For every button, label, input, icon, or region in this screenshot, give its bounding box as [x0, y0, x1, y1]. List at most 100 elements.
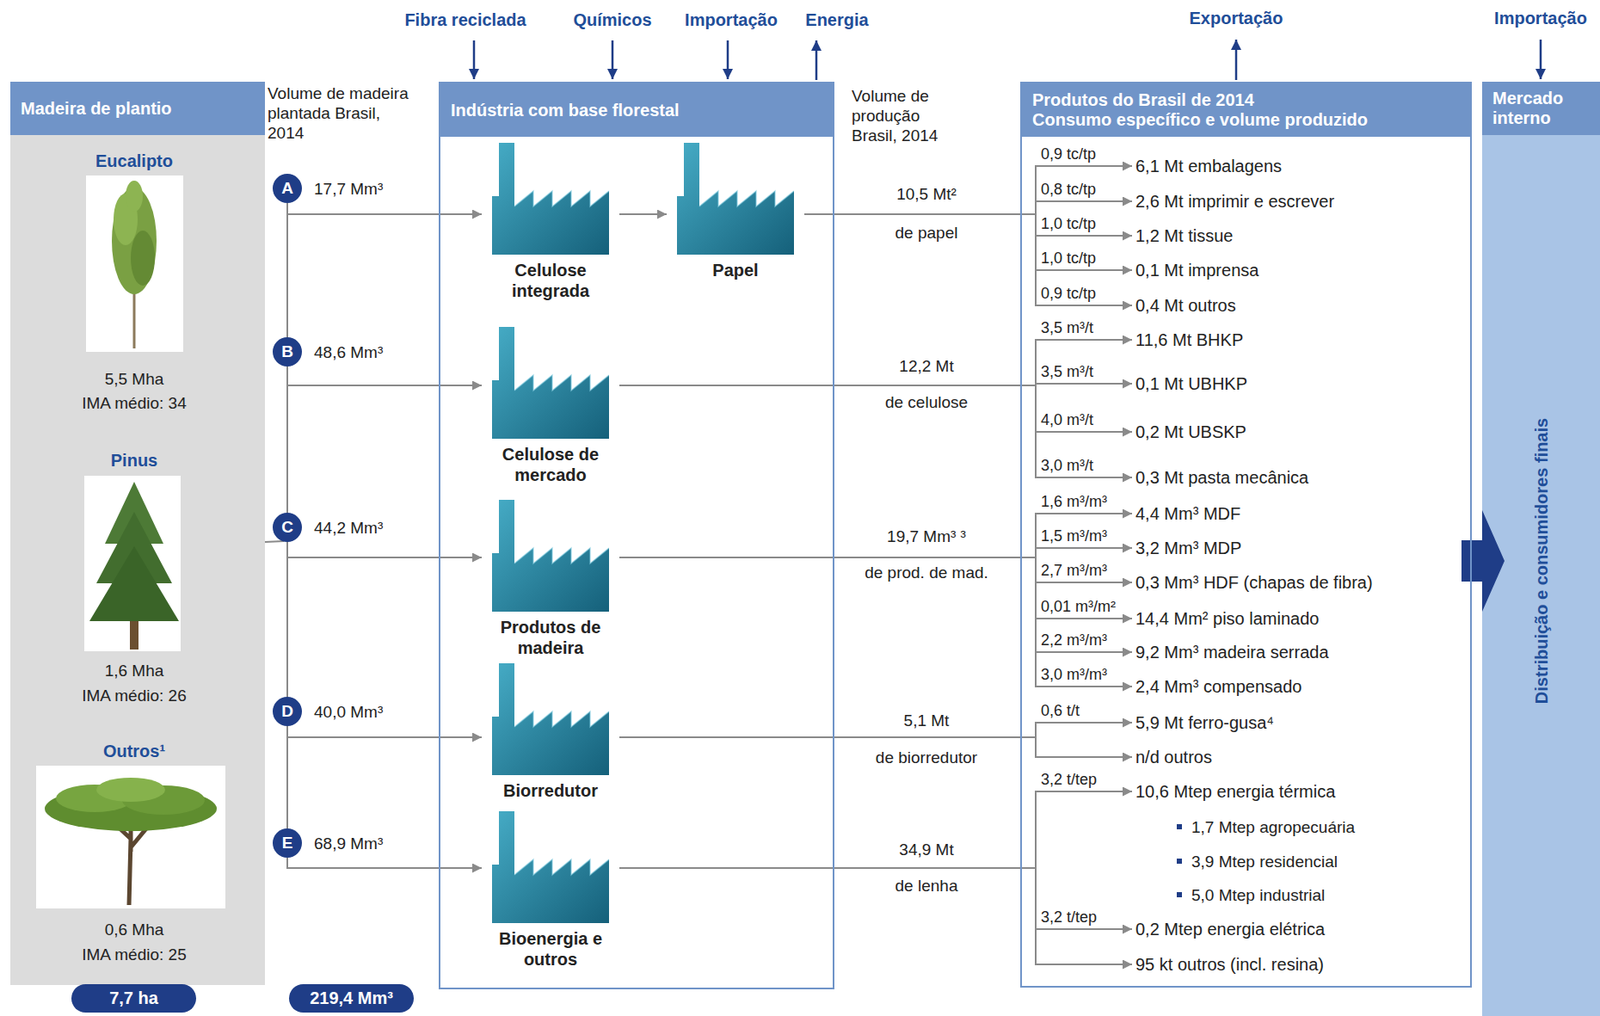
annotation-text: 34,9 Mt: [898, 839, 954, 860]
annotation-text: IMA médio: 26: [81, 685, 186, 706]
flow-connector: [287, 857, 482, 868]
product-item: 11,6 Mt BHKP: [1133, 329, 1245, 351]
ratio-label: 1,5 m³/m³: [1040, 527, 1108, 546]
node-text: 5,9 Mt ferro-gusa⁴: [1135, 712, 1274, 733]
node-text: D: [281, 701, 294, 721]
node-text: 219,4 Mm³: [309, 988, 394, 1009]
factory-node: Produtos de madeira: [481, 499, 620, 659]
annotation-text: Volume de produção Brasil, 2014: [851, 86, 962, 146]
node-text: A: [281, 178, 294, 198]
node-text: 0,4 Mt outros: [1135, 295, 1237, 316]
node-text: 0,1 Mt UBHKP: [1135, 373, 1248, 394]
icon-space: [481, 499, 620, 612]
annotation-text: Pinus: [110, 450, 158, 471]
node-text: 0,3 Mm³ HDF (chapas de fibra): [1135, 572, 1373, 593]
ratio-label: 2,2 m³/m³: [1040, 631, 1108, 650]
factory-node: Celulose integrada: [481, 142, 620, 302]
flow-connector: [287, 203, 482, 215]
node-text: 11,6 Mt BHKP: [1135, 329, 1244, 351]
flow-connector: [287, 366, 482, 386]
annotation-text: 3,9 Mtep residencial: [1191, 851, 1338, 872]
flow-connector: [619, 867, 1133, 930]
icon-space: [481, 663, 620, 776]
annotation-text: 0,6 Mha: [104, 919, 165, 940]
source-panel: Madeira de plantio: [10, 81, 265, 985]
node-text: E: [282, 833, 294, 853]
flow-connector: [264, 541, 284, 542]
ratio-label: 0,9 tc/tp: [1040, 284, 1096, 303]
volume-label: 40,0 Mm³: [313, 702, 383, 721]
product-item: 4,4 Mm³ MDF: [1133, 503, 1243, 524]
ratio-label: 2,7 m³/m³: [1040, 561, 1108, 580]
ratio-label: 0,01 m³/m²: [1040, 597, 1116, 616]
product-item: n/d outros: [1133, 746, 1214, 768]
annotation-text: Eucalipto: [95, 151, 173, 172]
product-item: 0,1 Mt imprensa: [1133, 259, 1261, 281]
flow-connector: [804, 201, 1133, 215]
node-subtext: Distribuição e consumidores finais: [1531, 418, 1551, 704]
ratio-label: 0,9 tc/tp: [1040, 145, 1096, 164]
factory-icon: [492, 663, 610, 776]
factory-icon: [492, 326, 610, 439]
layout-art: [10, 39, 1600, 1016]
volume-badge: A: [272, 173, 302, 204]
annotation-text: 1,6 Mha: [104, 660, 165, 681]
product-item: 0,2 Mtep energia elétrica: [1133, 918, 1327, 940]
node-text: 0,2 Mt UBSKP: [1135, 421, 1247, 443]
product-item: 9,2 Mm³ madeira serrada: [1133, 641, 1331, 663]
ratio-label: 3,5 m³/t: [1040, 319, 1094, 338]
icon-space: [481, 142, 620, 255]
annotation-text: de papel: [895, 222, 959, 243]
icon-space: [666, 142, 805, 255]
annotation-text: de celulose: [885, 392, 968, 413]
bullet-marks: [1176, 824, 1182, 898]
node-text: 4,4 Mm³ MDF: [1135, 503, 1241, 524]
factory-icon: [492, 499, 610, 612]
annotation-text: 5,0 Mtep industrial: [1191, 885, 1325, 905]
volume-label: 68,9 Mm³: [313, 834, 383, 853]
node-text: 2,4 Mm³ compensado: [1135, 676, 1302, 697]
node-text: 2,6 Mt imprimir e escrever: [1135, 190, 1335, 212]
product-item: 0,4 Mt outros: [1133, 295, 1238, 316]
node-text: 10,6 Mtep energia térmica: [1135, 781, 1336, 802]
flow-connector: [619, 722, 1133, 738]
volume-label: 48,6 Mm³: [313, 343, 383, 362]
factory-node: Papel: [666, 142, 805, 281]
flow-connector: [804, 214, 1133, 306]
annotation-text: Energia: [805, 10, 868, 31]
factory-icon: [492, 811, 610, 924]
product-item: 2,4 Mm³ compensado: [1133, 676, 1304, 697]
annotation-text: IMA médio: 34: [81, 393, 186, 413]
product-item: 2,6 Mt imprimir e escrever: [1133, 190, 1336, 212]
annotation-text: Outros¹: [103, 741, 166, 762]
ratio-label: 1,6 m³/m³: [1040, 492, 1108, 511]
node-text: 0,3 Mt pasta mecânica: [1135, 467, 1309, 488]
icon-space: [481, 811, 620, 924]
connectors: [264, 166, 1505, 965]
ratio-label: 3,5 m³/t: [1040, 363, 1094, 382]
factory-icon: [492, 142, 610, 255]
product-item: 10,6 Mtep energia térmica: [1133, 781, 1337, 802]
factory-node: Celulose de mercado: [481, 326, 620, 486]
flow-connector: [619, 557, 1133, 687]
flow-connector: [619, 513, 1133, 558]
node-text: Madeira de plantio: [10, 81, 265, 136]
annotation-text: 1,7 Mtep agropecuária: [1191, 817, 1355, 837]
flow-arrows: [473, 39, 1541, 80]
ratio-label: 0,6 t/t: [1040, 701, 1080, 720]
total-badge: 7,7 ha: [71, 984, 197, 1013]
market-ground: [1482, 81, 1600, 1016]
acacia-picture: [36, 765, 226, 909]
node-text: C: [281, 517, 294, 537]
factory-node: Bioenergia e outros: [481, 811, 620, 970]
node-text: Produtos do Brasil de 2014: [1021, 83, 1471, 111]
annotation-text: 5,5 Mha: [104, 369, 165, 389]
source-ground: [10, 81, 265, 985]
ratio-label: 3,2 t/tep: [1040, 770, 1097, 789]
flow-connector: [287, 541, 482, 558]
product-item: 0,3 Mt pasta mecânica: [1133, 467, 1311, 488]
eucalyptus-picture: [86, 175, 184, 352]
flow-connector: [804, 166, 1133, 215]
flow-connector: [619, 867, 1133, 965]
node-text: Biorredutor: [486, 780, 616, 801]
